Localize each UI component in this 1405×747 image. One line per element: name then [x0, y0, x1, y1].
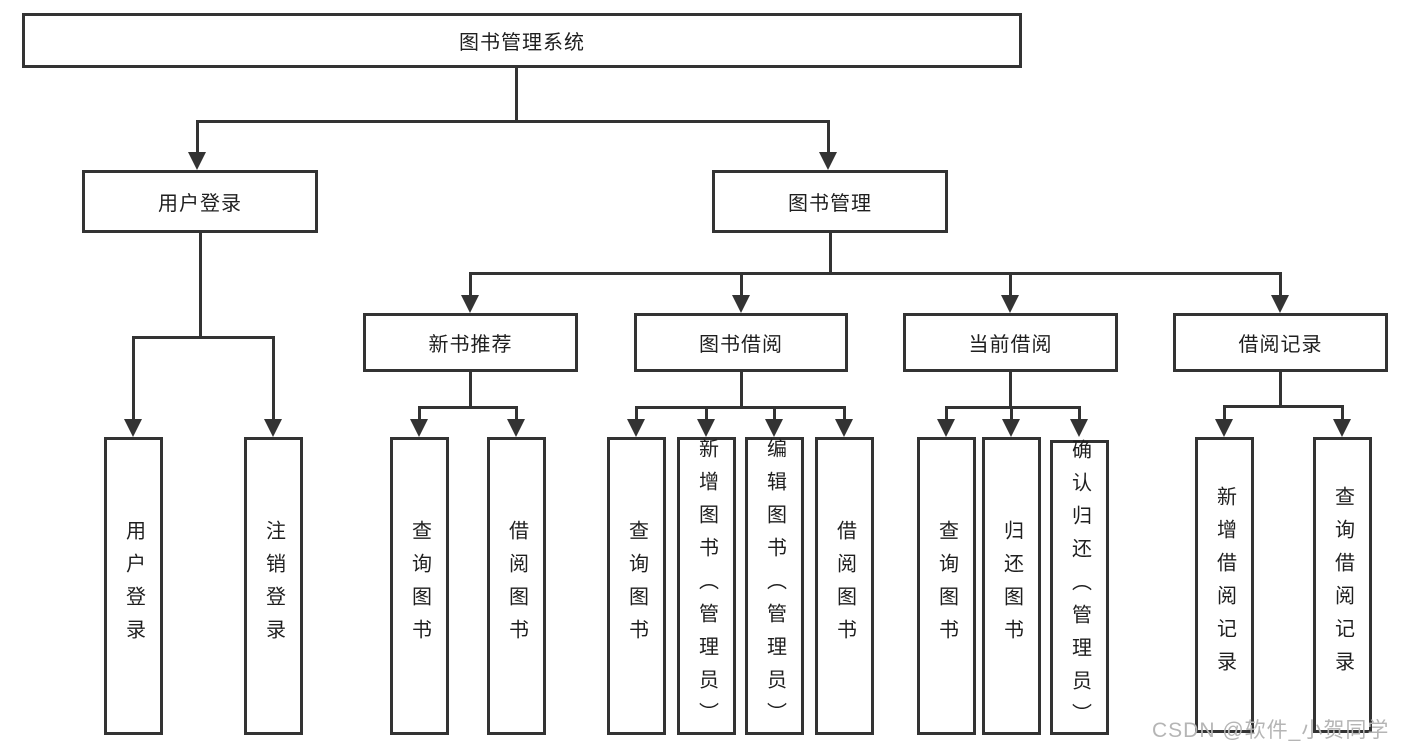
leaf-query-books-recommend: 查询图书 [390, 437, 449, 735]
leaf-add-books-admin: 新增图书（管理员） [677, 437, 736, 735]
connector-line [1009, 372, 1012, 409]
connector-line [843, 406, 846, 421]
leaf-borrow-books-recommend: 借阅图书 [487, 437, 546, 735]
leaf-label: 借阅图书 [833, 520, 856, 652]
connector-line [469, 372, 472, 409]
connector-line [740, 372, 743, 409]
arrow-down-icon [835, 419, 853, 437]
connector-line [418, 406, 518, 409]
arrow-down-icon [264, 419, 282, 437]
connector-line [1223, 405, 1344, 408]
csdn-watermark: CSDN @软件_小贺同学 [1152, 719, 1390, 742]
connector-line [469, 272, 472, 297]
arrow-down-icon [461, 295, 479, 313]
connector-line [199, 232, 202, 339]
leaf-label: 归还图书 [1000, 520, 1023, 652]
arrow-down-icon [732, 295, 750, 313]
connector-line [515, 68, 518, 123]
leaf-label: 查询借阅记录 [1331, 486, 1354, 684]
connector-line [740, 272, 743, 297]
leaf-label: 用户登录 [122, 520, 145, 652]
connector-line [196, 120, 199, 154]
arrow-down-icon [819, 152, 837, 170]
node-library-system: 图书管理系统 [22, 13, 1022, 68]
leaf-label: 确认归还（管理员） [1068, 439, 1091, 736]
node-current-borrow: 当前借阅 [903, 313, 1118, 372]
arrow-down-icon [1215, 419, 1233, 437]
arrow-down-icon [627, 419, 645, 437]
connector-line [705, 406, 708, 421]
arrow-down-icon [124, 419, 142, 437]
leaf-label: 查询图书 [408, 520, 431, 652]
leaf-user-login: 用户登录 [104, 437, 163, 735]
connector-line [469, 272, 1282, 275]
arrow-down-icon [507, 419, 525, 437]
connector-line [196, 120, 830, 123]
leaf-edit-books-admin: 编辑图书（管理员） [745, 437, 804, 735]
arrow-down-icon [697, 419, 715, 437]
leaf-label: 借阅图书 [505, 520, 528, 652]
node-new-book-recommend: 新书推荐 [363, 313, 578, 372]
connector-line [1010, 406, 1013, 421]
leaf-return-books: 归还图书 [982, 437, 1041, 735]
arrow-down-icon [188, 152, 206, 170]
connector-line [1279, 372, 1282, 408]
leaf-label: 新增图书（管理员） [695, 437, 718, 735]
arrow-down-icon [1271, 295, 1289, 313]
leaf-label: 查询图书 [625, 520, 648, 652]
connector-line [1078, 406, 1081, 421]
connector-line [132, 336, 275, 339]
leaf-label: 注销登录 [262, 520, 285, 652]
connector-line [272, 336, 275, 421]
arrow-down-icon [410, 419, 428, 437]
connector-line [132, 336, 135, 421]
arrow-down-icon [1333, 419, 1351, 437]
arrow-down-icon [1001, 295, 1019, 313]
connector-line [1009, 272, 1012, 297]
connector-line [635, 406, 846, 409]
leaf-label: 查询图书 [935, 520, 958, 652]
arrow-down-icon [937, 419, 955, 437]
leaf-confirm-return-admin: 确认归还（管理员） [1050, 439, 1109, 736]
connector-line [515, 406, 518, 421]
node-book-management: 图书管理 [712, 170, 948, 233]
connector-line [945, 406, 1081, 409]
leaf-label: 编辑图书（管理员） [763, 437, 786, 735]
node-borrow-records: 借阅记录 [1173, 313, 1388, 372]
connector-line [1341, 405, 1344, 421]
leaf-query-borrow-record: 查询借阅记录 [1313, 437, 1372, 733]
arrow-down-icon [1002, 419, 1020, 437]
connector-line [1279, 272, 1282, 297]
leaf-logout: 注销登录 [244, 437, 303, 735]
leaf-add-borrow-record: 新增借阅记录 [1195, 437, 1254, 733]
connector-line [773, 406, 776, 421]
arrow-down-icon [1070, 419, 1088, 437]
node-book-borrow: 图书借阅 [634, 313, 848, 372]
leaf-query-books-borrow: 查询图书 [607, 437, 666, 735]
connector-line [635, 406, 638, 421]
leaf-borrow-books: 借阅图书 [815, 437, 874, 735]
leaf-query-books-current: 查询图书 [917, 437, 976, 735]
connector-line [418, 406, 421, 421]
leaf-label: 新增借阅记录 [1213, 486, 1236, 684]
connector-line [1223, 405, 1226, 421]
connector-line [945, 406, 948, 421]
connector-line [829, 232, 832, 275]
connector-line [827, 120, 830, 154]
arrow-down-icon [765, 419, 783, 437]
node-user-login: 用户登录 [82, 170, 318, 233]
